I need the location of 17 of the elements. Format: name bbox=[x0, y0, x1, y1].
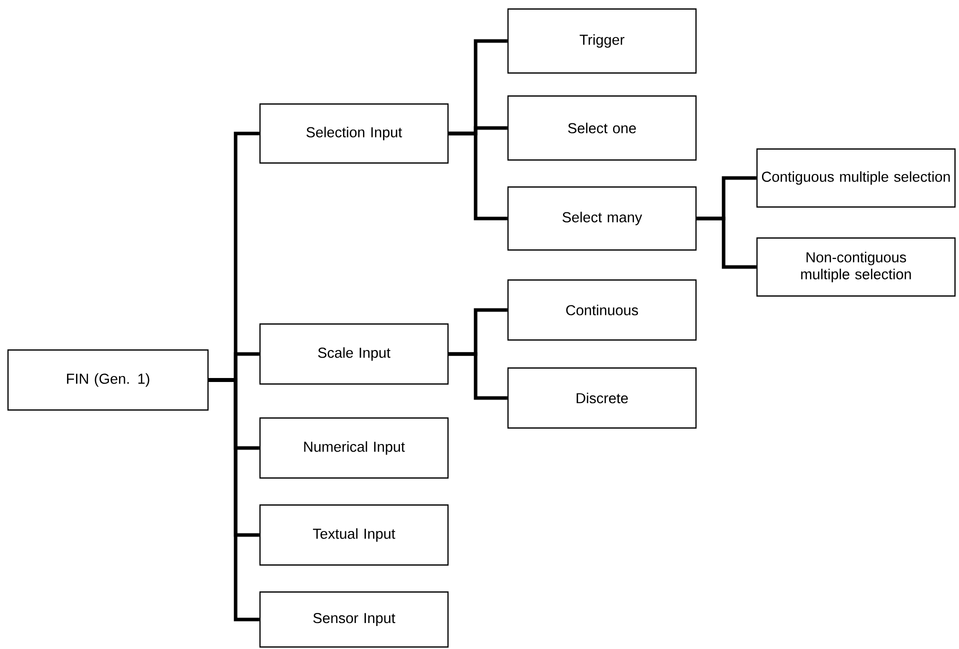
category-box: Discrete bbox=[507, 367, 697, 429]
category-box: Scale Input bbox=[259, 323, 449, 385]
category-box: Sensor Input bbox=[259, 591, 449, 648]
category-box: FIN (Gen. 1) bbox=[7, 349, 209, 411]
category-box: Selection Input bbox=[259, 103, 449, 164]
category-box: Textual Input bbox=[259, 504, 449, 566]
connector-line bbox=[448, 132, 508, 220]
connector-line bbox=[208, 378, 260, 622]
connector-line bbox=[448, 352, 508, 400]
category-box: Select many bbox=[507, 186, 697, 251]
category-box: Numerical Input bbox=[259, 417, 449, 479]
category-box: Continuous bbox=[507, 279, 697, 341]
category-box: Non-contiguous multiple selection bbox=[756, 237, 956, 297]
connector-line bbox=[696, 216, 756, 269]
category-box: Contiguous multiple selection bbox=[756, 148, 956, 208]
category-box: Select one bbox=[507, 95, 697, 161]
category-box: Trigger bbox=[507, 8, 697, 74]
